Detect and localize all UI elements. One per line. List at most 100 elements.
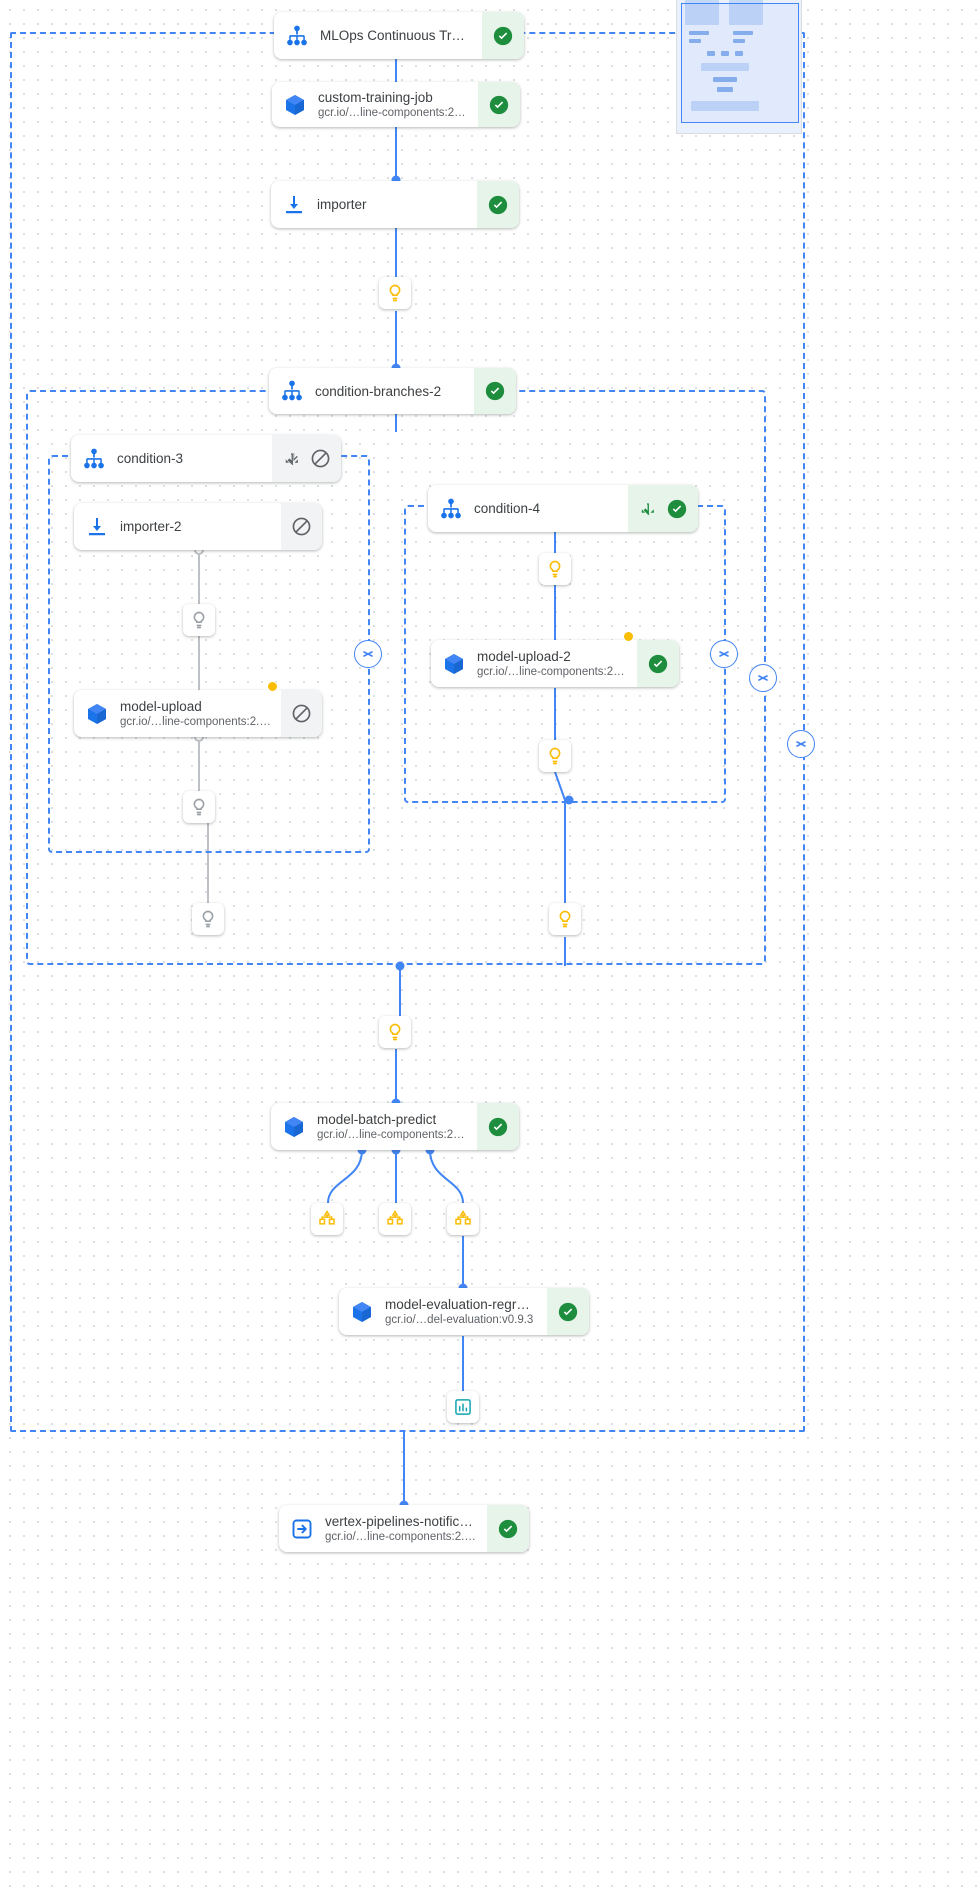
node-title: condition-4 [474, 501, 541, 516]
artifact-chip-10[interactable] [379, 1203, 411, 1235]
minimap-node [689, 39, 701, 43]
check-circle-icon [498, 1519, 518, 1538]
node-title: model-upload [120, 698, 202, 714]
container-component-icon [271, 1103, 317, 1150]
node-importer-2[interactable]: importer-2 [74, 503, 322, 550]
status-badge-skipped[interactable] [281, 690, 322, 737]
lightbulb-artifact-icon [389, 284, 401, 302]
node-importer[interactable]: importer [271, 181, 519, 228]
node-model-evaluation-body: model-evaluation-regres… gcr.io/…del-eva… [385, 1288, 547, 1335]
artifact-chip-7[interactable] [549, 903, 581, 935]
node-model-upload-2-body: model-upload-2 gcr.io/…line-components:2… [477, 640, 637, 687]
cache-indicator-model-upload-2 [623, 631, 634, 642]
container-component-icon [272, 82, 318, 127]
artifact-chip-2[interactable] [183, 604, 215, 636]
chevrons-collapse-icon [758, 675, 768, 681]
check-circle-icon [489, 95, 509, 114]
node-model-evaluation[interactable]: model-evaluation-regres… gcr.io/…del-eva… [339, 1288, 589, 1335]
node-model-upload-2[interactable]: model-upload-2 gcr.io/…line-components:2… [431, 640, 679, 687]
dataset-artifact-icon [319, 1210, 335, 1225]
status-badge-succeeded[interactable] [628, 485, 698, 532]
chevrons-collapse-icon [363, 651, 373, 657]
status-badge-succeeded[interactable] [487, 1505, 529, 1552]
lightbulb-artifact-icon [389, 1023, 401, 1041]
status-badge-succeeded[interactable] [478, 82, 520, 127]
block-circle-icon [311, 449, 330, 468]
minimap-node [713, 77, 737, 82]
node-subtitle: gcr.io/…line-components:2.6.0 [325, 1530, 477, 1543]
node-importer-2-body: importer-2 [120, 503, 281, 550]
artifact-chip-3[interactable] [183, 791, 215, 823]
node-model-batch-predict[interactable]: model-batch-predict gcr.io/…line-compone… [271, 1103, 519, 1150]
container-component-icon [431, 640, 477, 687]
node-subtitle: gcr.io/…line-components:2.6.0 [318, 106, 468, 119]
node-condition-branches-2-body: condition-branches-2 [315, 368, 474, 414]
artifact-chip-9[interactable] [311, 1203, 343, 1235]
status-badge-succeeded[interactable] [477, 1103, 519, 1150]
artifact-chip-11[interactable] [447, 1203, 479, 1235]
cache-indicator-model-upload [267, 681, 278, 692]
node-model-upload-body: model-upload gcr.io/…line-components:2.6… [120, 690, 281, 737]
artifact-chip-6[interactable] [539, 740, 571, 772]
minimap-node [733, 31, 753, 35]
node-importer-body: importer [317, 181, 477, 228]
chevrons-collapse-icon [719, 651, 729, 657]
node-title: vertex-pipelines-notificat… [325, 1513, 477, 1529]
minimap-node [729, 0, 763, 25]
node-vertex-pipelines-notification[interactable]: vertex-pipelines-notificat… gcr.io/…line… [279, 1505, 529, 1552]
collapse-button-condition-branches-2[interactable] [749, 664, 777, 692]
status-badge-succeeded[interactable] [477, 181, 519, 228]
status-badge-succeeded[interactable] [637, 640, 679, 687]
status-badge-succeeded[interactable] [474, 368, 516, 414]
check-circle-icon [488, 195, 508, 214]
node-condition-3[interactable]: condition-3 [71, 435, 341, 482]
node-notification-body: vertex-pipelines-notificat… gcr.io/…line… [325, 1505, 487, 1552]
node-title: condition-branches-2 [315, 383, 442, 399]
node-title: model-evaluation-regres… [385, 1296, 537, 1312]
node-condition-4[interactable]: condition-4 [428, 485, 698, 532]
minimap-node [691, 101, 759, 111]
pipeline-dag-icon [428, 485, 474, 532]
container-component-icon [339, 1288, 385, 1335]
check-circle-icon [648, 654, 668, 673]
node-condition-branches-2[interactable]: condition-branches-2 [269, 368, 516, 414]
node-pipeline-root-body: MLOps Continuous Traini… [320, 12, 482, 59]
collapse-button-condition-3[interactable] [354, 640, 382, 668]
status-badge-succeeded[interactable] [547, 1288, 589, 1335]
minimap-node [721, 51, 729, 56]
artifact-chip-5[interactable] [539, 553, 571, 585]
importer-download-icon [74, 503, 120, 550]
artifact-chip-8[interactable] [379, 1016, 411, 1048]
check-circle-icon [667, 499, 687, 518]
node-pipeline-root[interactable]: MLOps Continuous Traini… [274, 12, 524, 59]
artifact-chip-1[interactable] [379, 277, 411, 309]
node-model-upload[interactable]: model-upload gcr.io/…line-components:2.6… [74, 690, 322, 737]
artifact-chip-4[interactable] [192, 903, 224, 935]
node-title: model-upload-2 [477, 648, 571, 664]
minimap-node [735, 51, 743, 56]
branch-arrow-icon [641, 502, 654, 515]
status-badge-skipped[interactable] [281, 503, 322, 550]
node-title: importer [317, 197, 367, 212]
node-title: condition-3 [117, 451, 184, 466]
node-custom-training-job[interactable]: custom-training-job gcr.io/…line-compone… [272, 82, 520, 127]
artifact-chip-12-metrics[interactable] [447, 1391, 479, 1423]
dag-minimap[interactable] [676, 0, 802, 134]
status-badge-succeeded[interactable] [482, 12, 524, 59]
node-title: importer-2 [120, 519, 182, 534]
node-model-batch-predict-body: model-batch-predict gcr.io/…line-compone… [317, 1103, 477, 1150]
node-custom-training-job-body: custom-training-job gcr.io/…line-compone… [318, 82, 478, 127]
status-badge-skipped[interactable] [272, 435, 341, 482]
minimap-content [677, 0, 801, 133]
node-title: model-batch-predict [317, 1111, 437, 1127]
minimap-viewport[interactable] [681, 3, 799, 123]
block-circle-icon [292, 517, 311, 536]
node-title: custom-training-job [318, 89, 433, 105]
collapse-button-condition-4[interactable] [710, 640, 738, 668]
importer-download-icon [271, 181, 317, 228]
collapse-button-pipeline-root[interactable] [787, 730, 815, 758]
pipeline-dag-icon [274, 12, 320, 59]
chevrons-collapse-icon [796, 741, 806, 747]
minimap-node [707, 51, 715, 56]
